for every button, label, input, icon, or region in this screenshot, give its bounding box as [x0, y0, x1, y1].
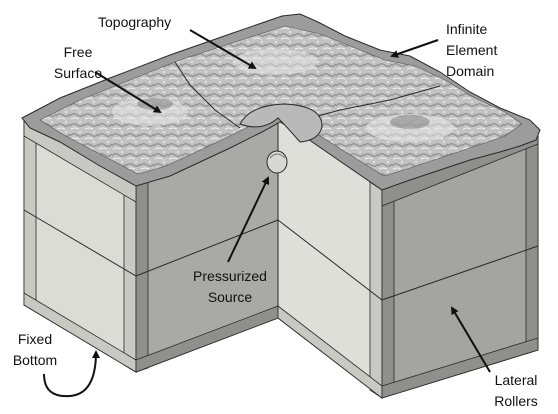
- crater-outline: [239, 103, 323, 143]
- label-fixed-line2: Bottom: [13, 352, 57, 368]
- infinite-strip-corner-right: [135, 179, 149, 373]
- infinite-element-arrow: [390, 39, 439, 58]
- mid-line-notch-left: [135, 219, 279, 277]
- terrain-division-1: [174, 61, 241, 129]
- pressurized-source-arrow: [227, 176, 270, 263]
- label-lateral-line2: Rollers: [494, 393, 538, 409]
- label-infinite-line1: Infinite: [446, 21, 487, 37]
- infinite-strip-far-right: [525, 127, 539, 355]
- lateral-rollers-arrow: [450, 306, 491, 373]
- block-faces: [23, 117, 539, 400]
- terrain-highlight-1: [112, 98, 188, 126]
- pressurized-source-shape: [266, 150, 288, 174]
- label-lateral-line1: Lateral: [495, 372, 538, 388]
- terrain-surface: [21, 13, 541, 191]
- fixed-bottom-arrow: [43, 350, 100, 398]
- topography-arrow: [189, 29, 257, 70]
- label-free-surface-line1: Free: [64, 44, 93, 60]
- label-free-surface-line2: Surface: [54, 65, 102, 81]
- bottom-band-right: [381, 337, 539, 399]
- label-pressurized-line1: Pressurized: [193, 268, 267, 284]
- mid-line-left: [23, 209, 137, 277]
- terrain-highlight-3: [366, 114, 454, 142]
- label-infinite-line3: Domain: [446, 63, 494, 79]
- infinite-strip-right-inner: [369, 181, 383, 399]
- label-topography: Topography: [98, 14, 171, 30]
- infinite-strip-right-outer: [381, 184, 395, 399]
- annotation-arrows: [43, 29, 491, 398]
- label-fixed-line1: Fixed: [18, 331, 52, 347]
- free-surface-arrow: [94, 71, 162, 114]
- mid-line-right: [381, 245, 539, 301]
- mid-line-notch-right: [277, 219, 383, 301]
- terrain-dark-2: [390, 115, 430, 129]
- label-pressurized-line2: Source: [208, 289, 253, 305]
- labels: Topography Free Surface Infinite Element…: [13, 14, 538, 409]
- label-infinite-line2: Element: [446, 42, 497, 58]
- terrain-dark-1: [137, 98, 173, 110]
